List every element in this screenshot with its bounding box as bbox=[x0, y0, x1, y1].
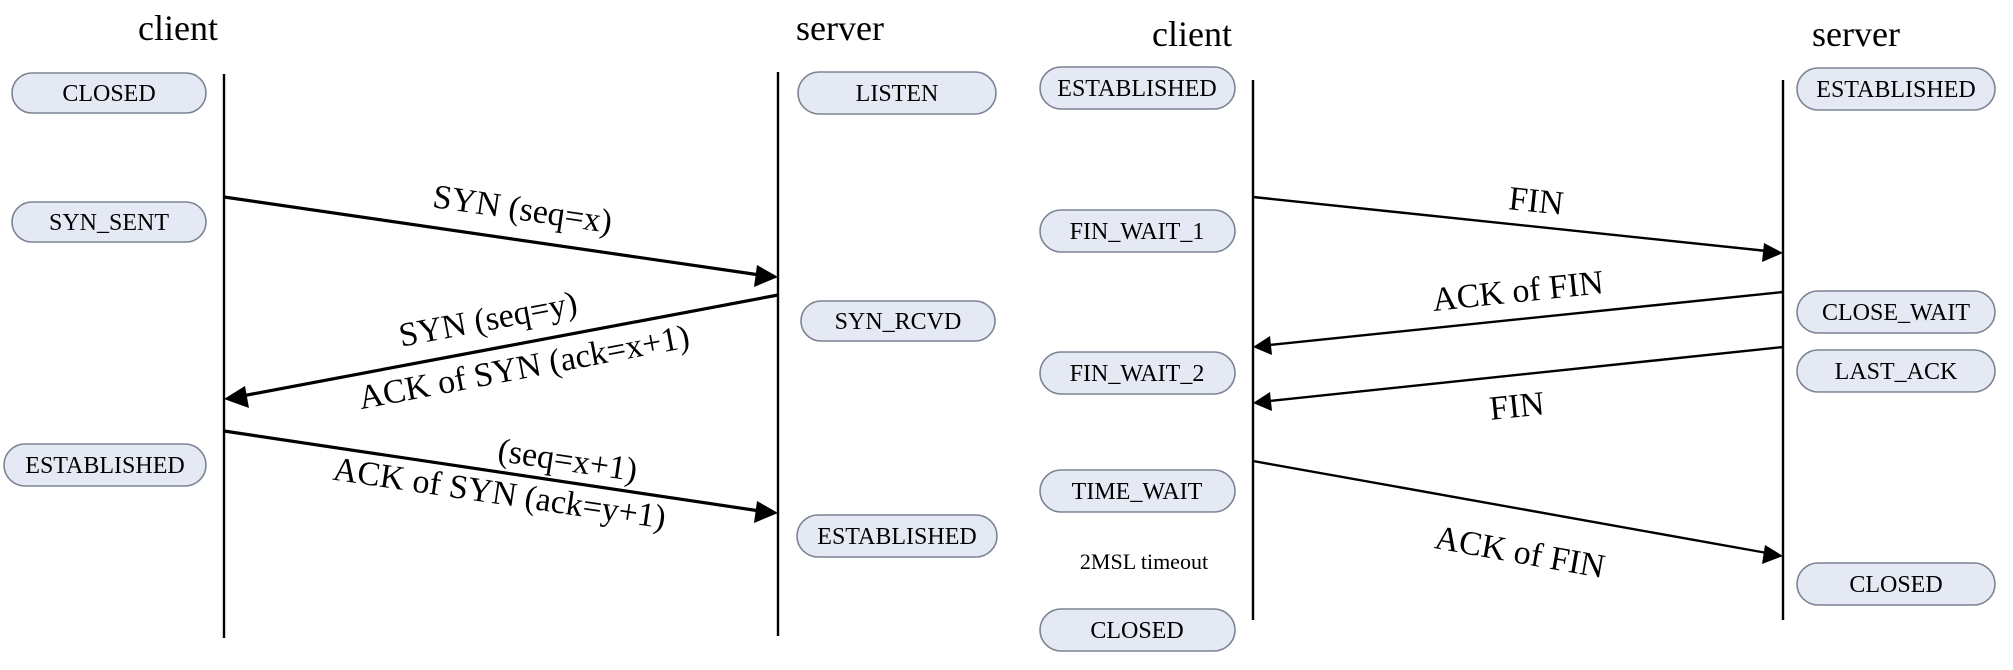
state-close-wait: CLOSE_WAIT bbox=[1796, 290, 1996, 334]
teardown-panel: client server ESTABLISHED FIN_WAIT_1 FIN… bbox=[1039, 14, 1996, 652]
state-fin-wait-1: FIN_WAIT_1 bbox=[1039, 209, 1236, 253]
svg-text:FIN_WAIT_2: FIN_WAIT_2 bbox=[1070, 361, 1205, 387]
svg-text:CLOSED: CLOSED bbox=[62, 81, 155, 107]
svg-text:LISTEN: LISTEN bbox=[856, 81, 939, 107]
state-established: ESTABLISHED bbox=[796, 514, 998, 558]
svg-text:TIME_WAIT: TIME_WAIT bbox=[1072, 479, 1203, 505]
state-fin-wait-2: FIN_WAIT_2 bbox=[1039, 351, 1236, 395]
handshake-panel: client server CLOSED SYN_SENT ESTABLISHE… bbox=[3, 8, 998, 638]
state-syn-rcvd: SYN_RCVD bbox=[800, 300, 996, 342]
svg-text:ESTABLISHED: ESTABLISHED bbox=[1816, 77, 1975, 103]
svg-text:LAST_ACK: LAST_ACK bbox=[1835, 359, 1958, 385]
message-syn: SYN (seq=x) bbox=[223, 178, 778, 287]
handshake-client-header: client bbox=[138, 8, 218, 48]
svg-text:ESTABLISHED: ESTABLISHED bbox=[1057, 76, 1216, 102]
handshake-server-header: server bbox=[796, 8, 884, 48]
svg-text:ACK of FIN: ACK of FIN bbox=[1430, 264, 1605, 319]
svg-text:CLOSED: CLOSED bbox=[1849, 572, 1942, 598]
state-established: ESTABLISHED bbox=[1039, 66, 1236, 110]
state-established: ESTABLISHED bbox=[3, 443, 207, 487]
svg-text:ACK of FIN: ACK of FIN bbox=[1432, 519, 1608, 586]
svg-text:CLOSE_WAIT: CLOSE_WAIT bbox=[1822, 300, 1970, 326]
message-fin-2: FIN bbox=[1253, 345, 1784, 428]
message-syn-ack: SYN (seq=y) ACK of SYN (ack=x+1) bbox=[224, 285, 779, 417]
svg-text:SYN_SENT: SYN_SENT bbox=[49, 210, 169, 236]
message-fin-1: FIN bbox=[1252, 180, 1783, 262]
message-ack-of-fin-2: ACK of FIN bbox=[1252, 459, 1783, 586]
state-listen: LISTEN bbox=[797, 71, 997, 115]
message-ack: (seq=x+1) ACK of SYN (ack=y+1) bbox=[223, 429, 778, 536]
state-closed: CLOSED bbox=[1039, 608, 1236, 652]
state-syn-sent: SYN_SENT bbox=[11, 201, 207, 243]
svg-text:ESTABLISHED: ESTABLISHED bbox=[817, 524, 976, 550]
svg-text:FIN: FIN bbox=[1488, 385, 1546, 428]
teardown-client-header: client bbox=[1152, 14, 1232, 54]
svg-text:CLOSED: CLOSED bbox=[1090, 618, 1183, 644]
state-established: ESTABLISHED bbox=[1796, 67, 1996, 111]
state-closed: CLOSED bbox=[11, 72, 207, 114]
state-closed: CLOSED bbox=[1796, 562, 1996, 606]
svg-text:SYN_RCVD: SYN_RCVD bbox=[835, 309, 962, 335]
svg-text:FIN: FIN bbox=[1507, 180, 1565, 223]
timeout-note: 2MSL timeout bbox=[1080, 549, 1208, 574]
state-time-wait: TIME_WAIT bbox=[1039, 469, 1236, 513]
teardown-server-header: server bbox=[1812, 14, 1900, 54]
svg-text:ESTABLISHED: ESTABLISHED bbox=[25, 453, 184, 479]
state-last-ack: LAST_ACK bbox=[1796, 349, 1996, 393]
svg-text:FIN_WAIT_1: FIN_WAIT_1 bbox=[1070, 219, 1205, 245]
message-ack-of-fin-1: ACK of FIN bbox=[1253, 264, 1784, 355]
